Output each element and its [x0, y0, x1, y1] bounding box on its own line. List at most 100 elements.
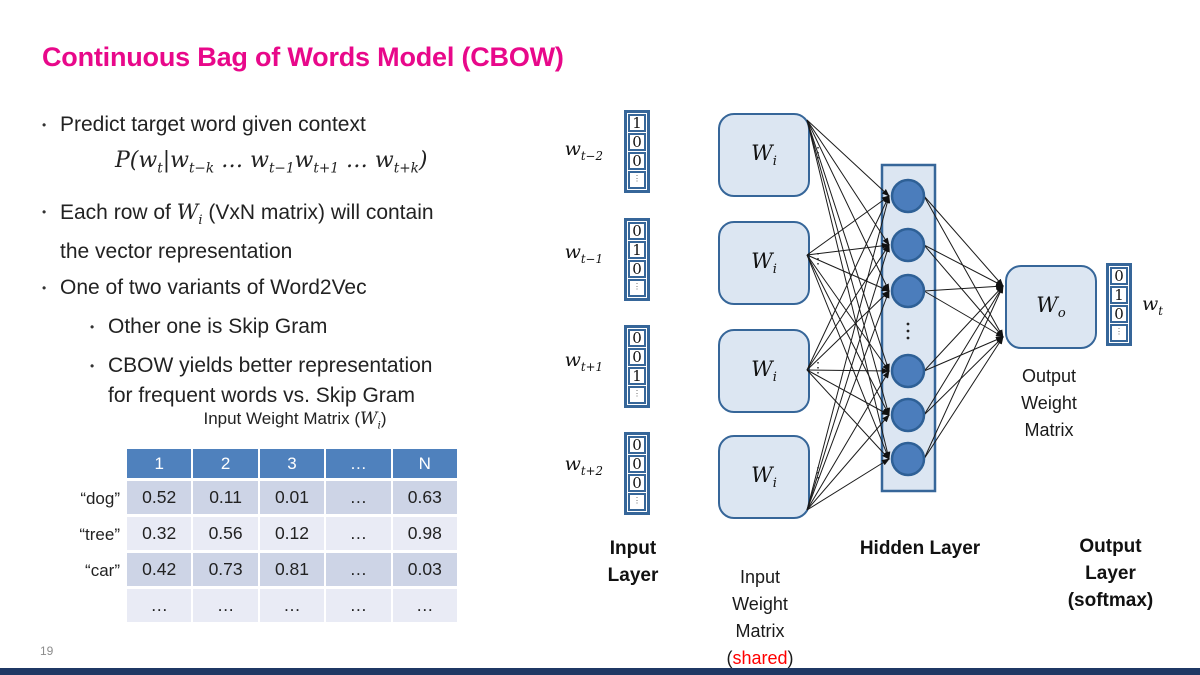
text-run: o [1057, 306, 1066, 322]
table-cell: 0.73 [193, 553, 258, 587]
text-run: ) [380, 409, 387, 428]
table-cell: … [326, 517, 391, 551]
text-run: ) [787, 648, 794, 668]
probability-formula: P(wt|wt−k … wt−1wt+1 … wt+k) [42, 146, 542, 183]
text-run: t+k [393, 160, 419, 177]
hidden-layer-box [880, 163, 937, 493]
bullet-icon: • [90, 319, 95, 334]
connection-line [806, 195, 891, 511]
hidden-node [890, 441, 926, 477]
text-run: One of two variants of Word2Vec [60, 275, 367, 299]
table-cell: 0.42 [127, 553, 192, 587]
text-run: W [751, 140, 773, 165]
table-cell: … [392, 589, 457, 623]
text-run: W [176, 200, 199, 225]
shared-caption: (shared) [712, 645, 808, 672]
output-layer-caption: Output Layer (softmax) [1067, 536, 1154, 611]
text-run: W [360, 409, 378, 429]
text-run: Predict target word given context [60, 113, 366, 136]
input-weight-caption: Input Weight Matrix (shared) [712, 537, 808, 675]
bullet-text: Each row of Wi (VxN matrix) will contain… [60, 197, 434, 266]
table-header-cell: 3 [259, 449, 325, 479]
vector-cell: 0 [628, 348, 646, 366]
shared-word: shared [732, 648, 788, 668]
input-word-label: wt−1 [545, 241, 603, 266]
table-title: Input Weight Matrix (Wi) [130, 408, 460, 436]
table-row: …………… [127, 589, 457, 623]
text-run: w [564, 241, 581, 263]
input-word-label: wt+1 [545, 349, 603, 374]
table-cell: 0.52 [127, 481, 192, 515]
output-weight-matrix-box: Wo [1005, 265, 1097, 349]
hidden-node [890, 397, 926, 433]
vector-cell: 0 [1110, 267, 1128, 285]
connection-line [923, 285, 1004, 372]
table-row-label: “car” [85, 561, 120, 581]
connection-line [923, 336, 1004, 416]
input-weight-matrix-box: Wi [718, 435, 810, 519]
vertical-ellipsis-icon: ⋮ [811, 464, 825, 480]
wt-label: wt [1142, 293, 1163, 318]
vector-cell: 0 [628, 329, 646, 347]
text-run: t [1158, 303, 1163, 318]
connection-line [806, 254, 890, 460]
text-run: t [157, 160, 163, 177]
input-word-label: wt−2 [545, 138, 603, 163]
text-run: W [751, 356, 773, 381]
input-word-label: wt+2 [545, 453, 603, 478]
connection-line [923, 336, 1004, 460]
connection-line [806, 369, 890, 460]
connection-line [923, 244, 1004, 338]
connection-line [806, 195, 890, 371]
table-row-label: “tree” [79, 525, 120, 545]
connection-line [923, 244, 1004, 287]
input-layer-caption: Input Layer [607, 538, 659, 586]
connection-line [806, 369, 890, 416]
text-run: t−k [188, 160, 215, 177]
connection-line [806, 195, 890, 256]
bullet-text: Predict target word given context [60, 110, 366, 140]
text-run: w [1142, 293, 1159, 315]
vector-cell: 0 [628, 260, 646, 278]
vertical-ellipsis-icon: ⋮ [811, 359, 825, 375]
table-cell: 0.12 [259, 517, 325, 551]
footer-bar [0, 668, 1200, 675]
bullet-text: CBOW yields better representation for fre… [108, 351, 432, 411]
table-cell: 0.56 [193, 517, 258, 551]
hidden-ellipsis-dot [906, 336, 910, 340]
text-run: w [294, 148, 314, 173]
text-run: W [751, 462, 773, 487]
connection-line [923, 290, 1004, 338]
text-run: … [338, 148, 375, 173]
text-run: for frequent words vs. Skip Gram [108, 383, 415, 407]
connection-line [923, 195, 1004, 338]
table-cell: 0.63 [392, 481, 457, 515]
table-cell: … [326, 553, 391, 587]
text-run: W [1036, 292, 1058, 317]
text-run: ) [418, 148, 428, 173]
connection-line [806, 414, 890, 511]
text-run: CBOW yields better representation [108, 353, 433, 377]
table-cell: … [193, 589, 258, 623]
text-run: Input Weight Matrix ( [203, 409, 360, 428]
text-run: w [250, 148, 269, 173]
hidden-node [890, 227, 926, 263]
vector-cell: 1 [1110, 286, 1128, 304]
text-run: ( [726, 648, 733, 668]
page-title: Continuous Bag of Words Model (CBOW) [42, 42, 564, 72]
connection-line [923, 285, 1004, 416]
connection-line [806, 254, 890, 416]
table-cell: 0.81 [259, 553, 325, 587]
vector-cell: 1 [628, 114, 646, 132]
bullet-icon: • [42, 280, 47, 295]
wi-label: Wi [751, 249, 777, 277]
text-run: i [772, 262, 777, 278]
